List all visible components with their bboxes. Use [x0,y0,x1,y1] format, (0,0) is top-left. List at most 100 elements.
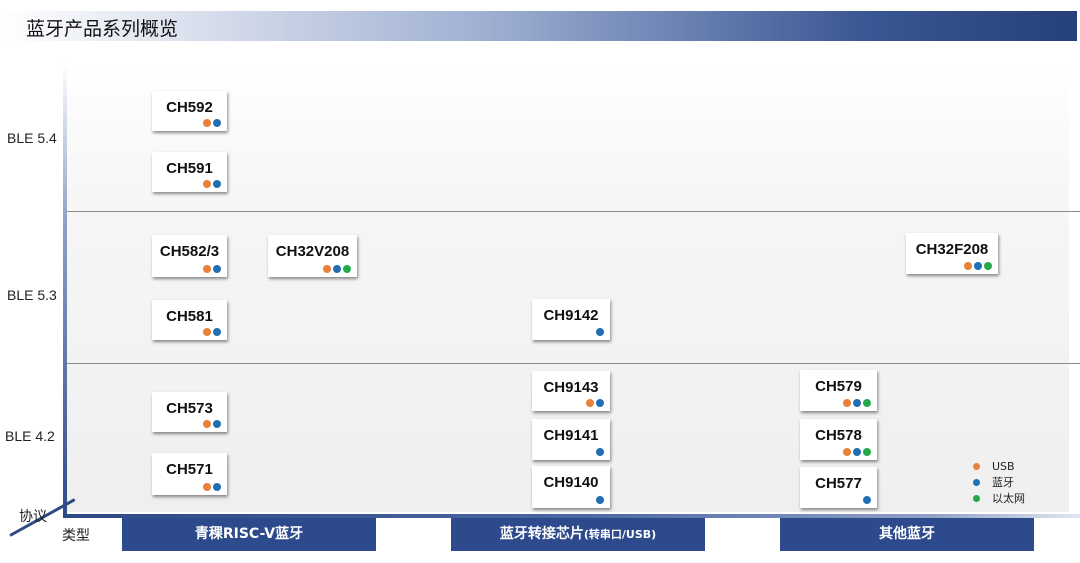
chip-name: CH579 [815,378,862,395]
usb-feature-dot [203,119,211,127]
usb-feature-dot [843,448,851,456]
chip-name: CH578 [815,427,862,444]
bt-feature-dot [333,265,341,273]
category-risc-v-bluetooth: 青稞RISC-V蓝牙 [122,518,376,551]
feature-dots [203,483,221,491]
bt-feature-dot [853,399,861,407]
chip-name: CH571 [166,461,213,478]
chip-card: CH591 [152,152,227,192]
eth-feature-dot [984,262,992,270]
chip-card: CH9143 [532,371,610,411]
chip-card: CH9140 [532,466,610,508]
usb-feature-dot [203,483,211,491]
chip-card: CH32V208 [268,235,357,277]
feature-dots [203,265,221,273]
bluetooth-dot-icon [973,478,980,486]
feature-dots [203,180,221,188]
chip-card: CH577 [800,467,877,508]
chip-name: CH9142 [543,307,599,324]
legend-item-usb: USB [973,458,1025,474]
category-bluetooth-bridge: 蓝牙转接芯片(转串口/USB) [451,518,705,551]
chip-card: CH9141 [532,419,610,460]
title-bar: 蓝牙产品系列概览 [0,11,1077,41]
bt-feature-dot [213,265,221,273]
bt-feature-dot [596,448,604,456]
bt-feature-dot [596,328,604,336]
feature-dots [843,399,871,407]
feature-dots [843,448,871,456]
legend: USB 蓝牙 以太网 [973,458,1025,506]
chip-name: CH32F208 [915,241,989,258]
x-axis-title: 类型 [62,528,90,544]
category-label: 其他蓝牙 [879,526,935,542]
category-sub: (转串口/USB) [583,528,657,541]
feature-dots [586,399,604,407]
chip-card: CH573 [152,392,227,432]
eth-feature-dot [343,265,351,273]
legend-item-bluetooth: 蓝牙 [973,474,1025,490]
eth-feature-dot [863,448,871,456]
bt-feature-dot [213,420,221,428]
usb-feature-dot [323,265,331,273]
chip-card: CH32F208 [906,233,998,274]
category-label: 蓝牙转接芯片 [499,526,584,542]
chip-name: CH9143 [543,379,599,396]
feature-dots [596,496,604,504]
chip-name: CH32V208 [275,243,350,260]
feature-dots [964,262,992,270]
legend-label: USB [992,459,1015,473]
chip-name: CH9140 [543,474,599,491]
bt-feature-dot [213,180,221,188]
usb-feature-dot [843,399,851,407]
bt-feature-dot [853,448,861,456]
usb-feature-dot [203,328,211,336]
bt-feature-dot [213,119,221,127]
chip-name: CH581 [166,308,213,325]
divider-line [66,363,1080,364]
category-label: 青稞RISC-V蓝牙 [194,526,304,542]
bt-feature-dot [596,399,604,407]
chip-name: CH573 [166,400,213,417]
bt-feature-dot [213,483,221,491]
chip-card: CH579 [800,370,877,411]
legend-label: 蓝牙 [992,476,1014,489]
protocol-label: BLE 5.3 [7,287,57,303]
feature-dots [596,448,604,456]
chip-card: CH592 [152,91,227,131]
chip-name: CH577 [815,475,862,492]
chip-name: CH9141 [543,427,599,444]
chip-card: CH581 [152,300,227,340]
page-title: 蓝牙产品系列概览 [26,18,179,40]
chip-card: CH9142 [532,299,610,340]
y-axis [63,62,67,518]
category-other-bluetooth: 其他蓝牙 [780,518,1034,551]
protocol-label: BLE 5.4 [7,130,57,146]
bt-feature-dot [974,262,982,270]
usb-feature-dot [964,262,972,270]
y-axis-title: 协议 [19,509,47,525]
legend-item-ethernet: 以太网 [973,490,1025,506]
chip-card: CH571 [152,453,227,495]
usb-feature-dot [203,265,211,273]
bt-feature-dot [596,496,604,504]
usb-feature-dot [203,420,211,428]
feature-dots [596,328,604,336]
chip-name: CH582/3 [159,243,220,260]
x-axis [66,514,1080,518]
ethernet-dot-icon [973,494,980,502]
bt-feature-dot [863,496,871,504]
usb-feature-dot [586,399,594,407]
feature-dots [203,328,221,336]
bt-feature-dot [213,328,221,336]
eth-feature-dot [863,399,871,407]
chip-card: CH582/3 [152,235,227,277]
protocol-label: BLE 4.2 [5,428,55,444]
feature-dots [203,119,221,127]
feature-dots [203,420,221,428]
legend-label: 以太网 [992,492,1025,505]
chip-name: CH591 [166,160,213,177]
feature-dots [863,496,871,504]
divider-line [66,211,1080,212]
chip-name: CH592 [166,99,213,116]
usb-feature-dot [203,180,211,188]
